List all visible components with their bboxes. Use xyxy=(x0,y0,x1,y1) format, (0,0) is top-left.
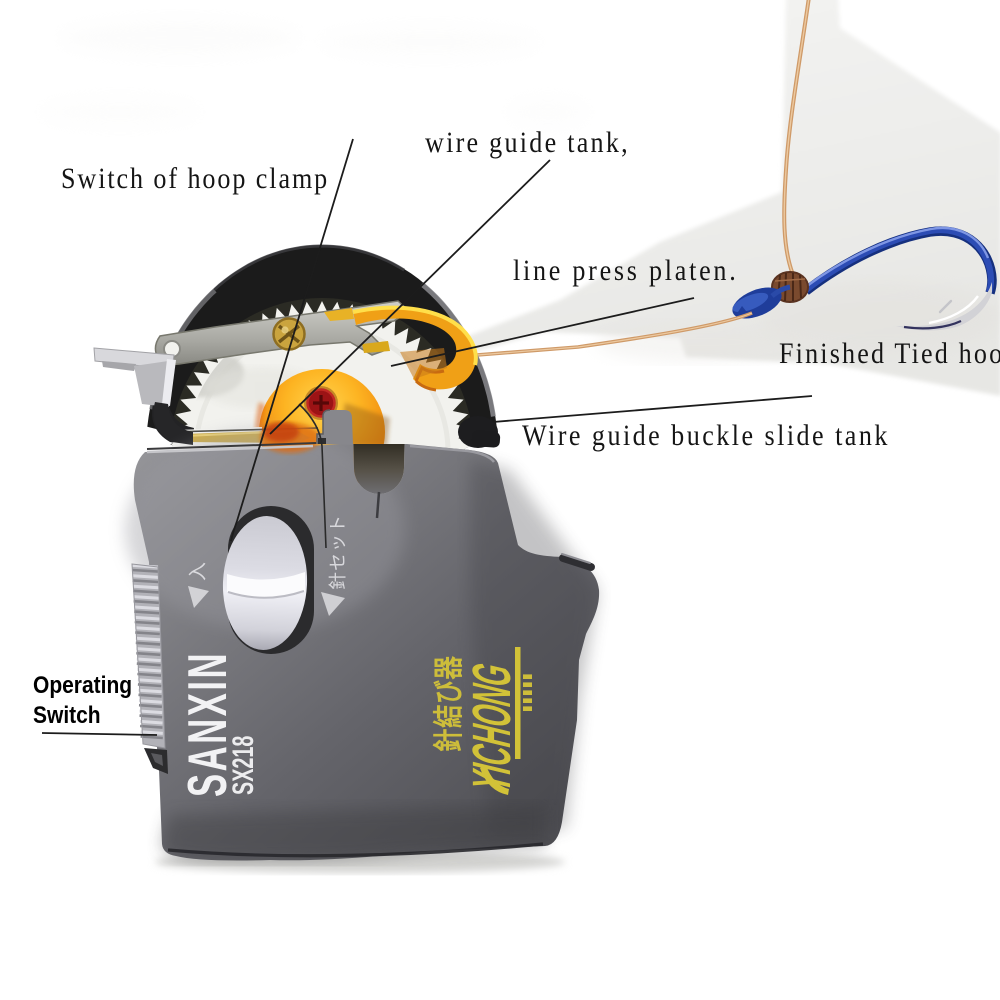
svg-text:Wire guide buckle slide tank: Wire guide buckle slide tank xyxy=(522,419,888,452)
svg-text:Switch: Switch xyxy=(33,702,101,729)
svg-text:Switch of hoop clamp: Switch of hoop clamp xyxy=(61,162,327,195)
svg-text:SX218: SX218 xyxy=(227,736,260,795)
svg-text:Operating: Operating xyxy=(33,672,132,699)
svg-text:SANXIN: SANXIN xyxy=(176,651,238,797)
svg-text:針セット: 針セット xyxy=(328,514,348,590)
svg-text:針結び器: 針結び器 xyxy=(431,655,466,752)
svg-text:YICHONG: YICHONG xyxy=(462,660,522,795)
svg-text:wire guide tank,: wire guide tank, xyxy=(425,126,628,159)
svg-text:入: 入 xyxy=(188,562,209,581)
svg-text:Finished Tied hook: Finished Tied hook xyxy=(779,337,1000,370)
